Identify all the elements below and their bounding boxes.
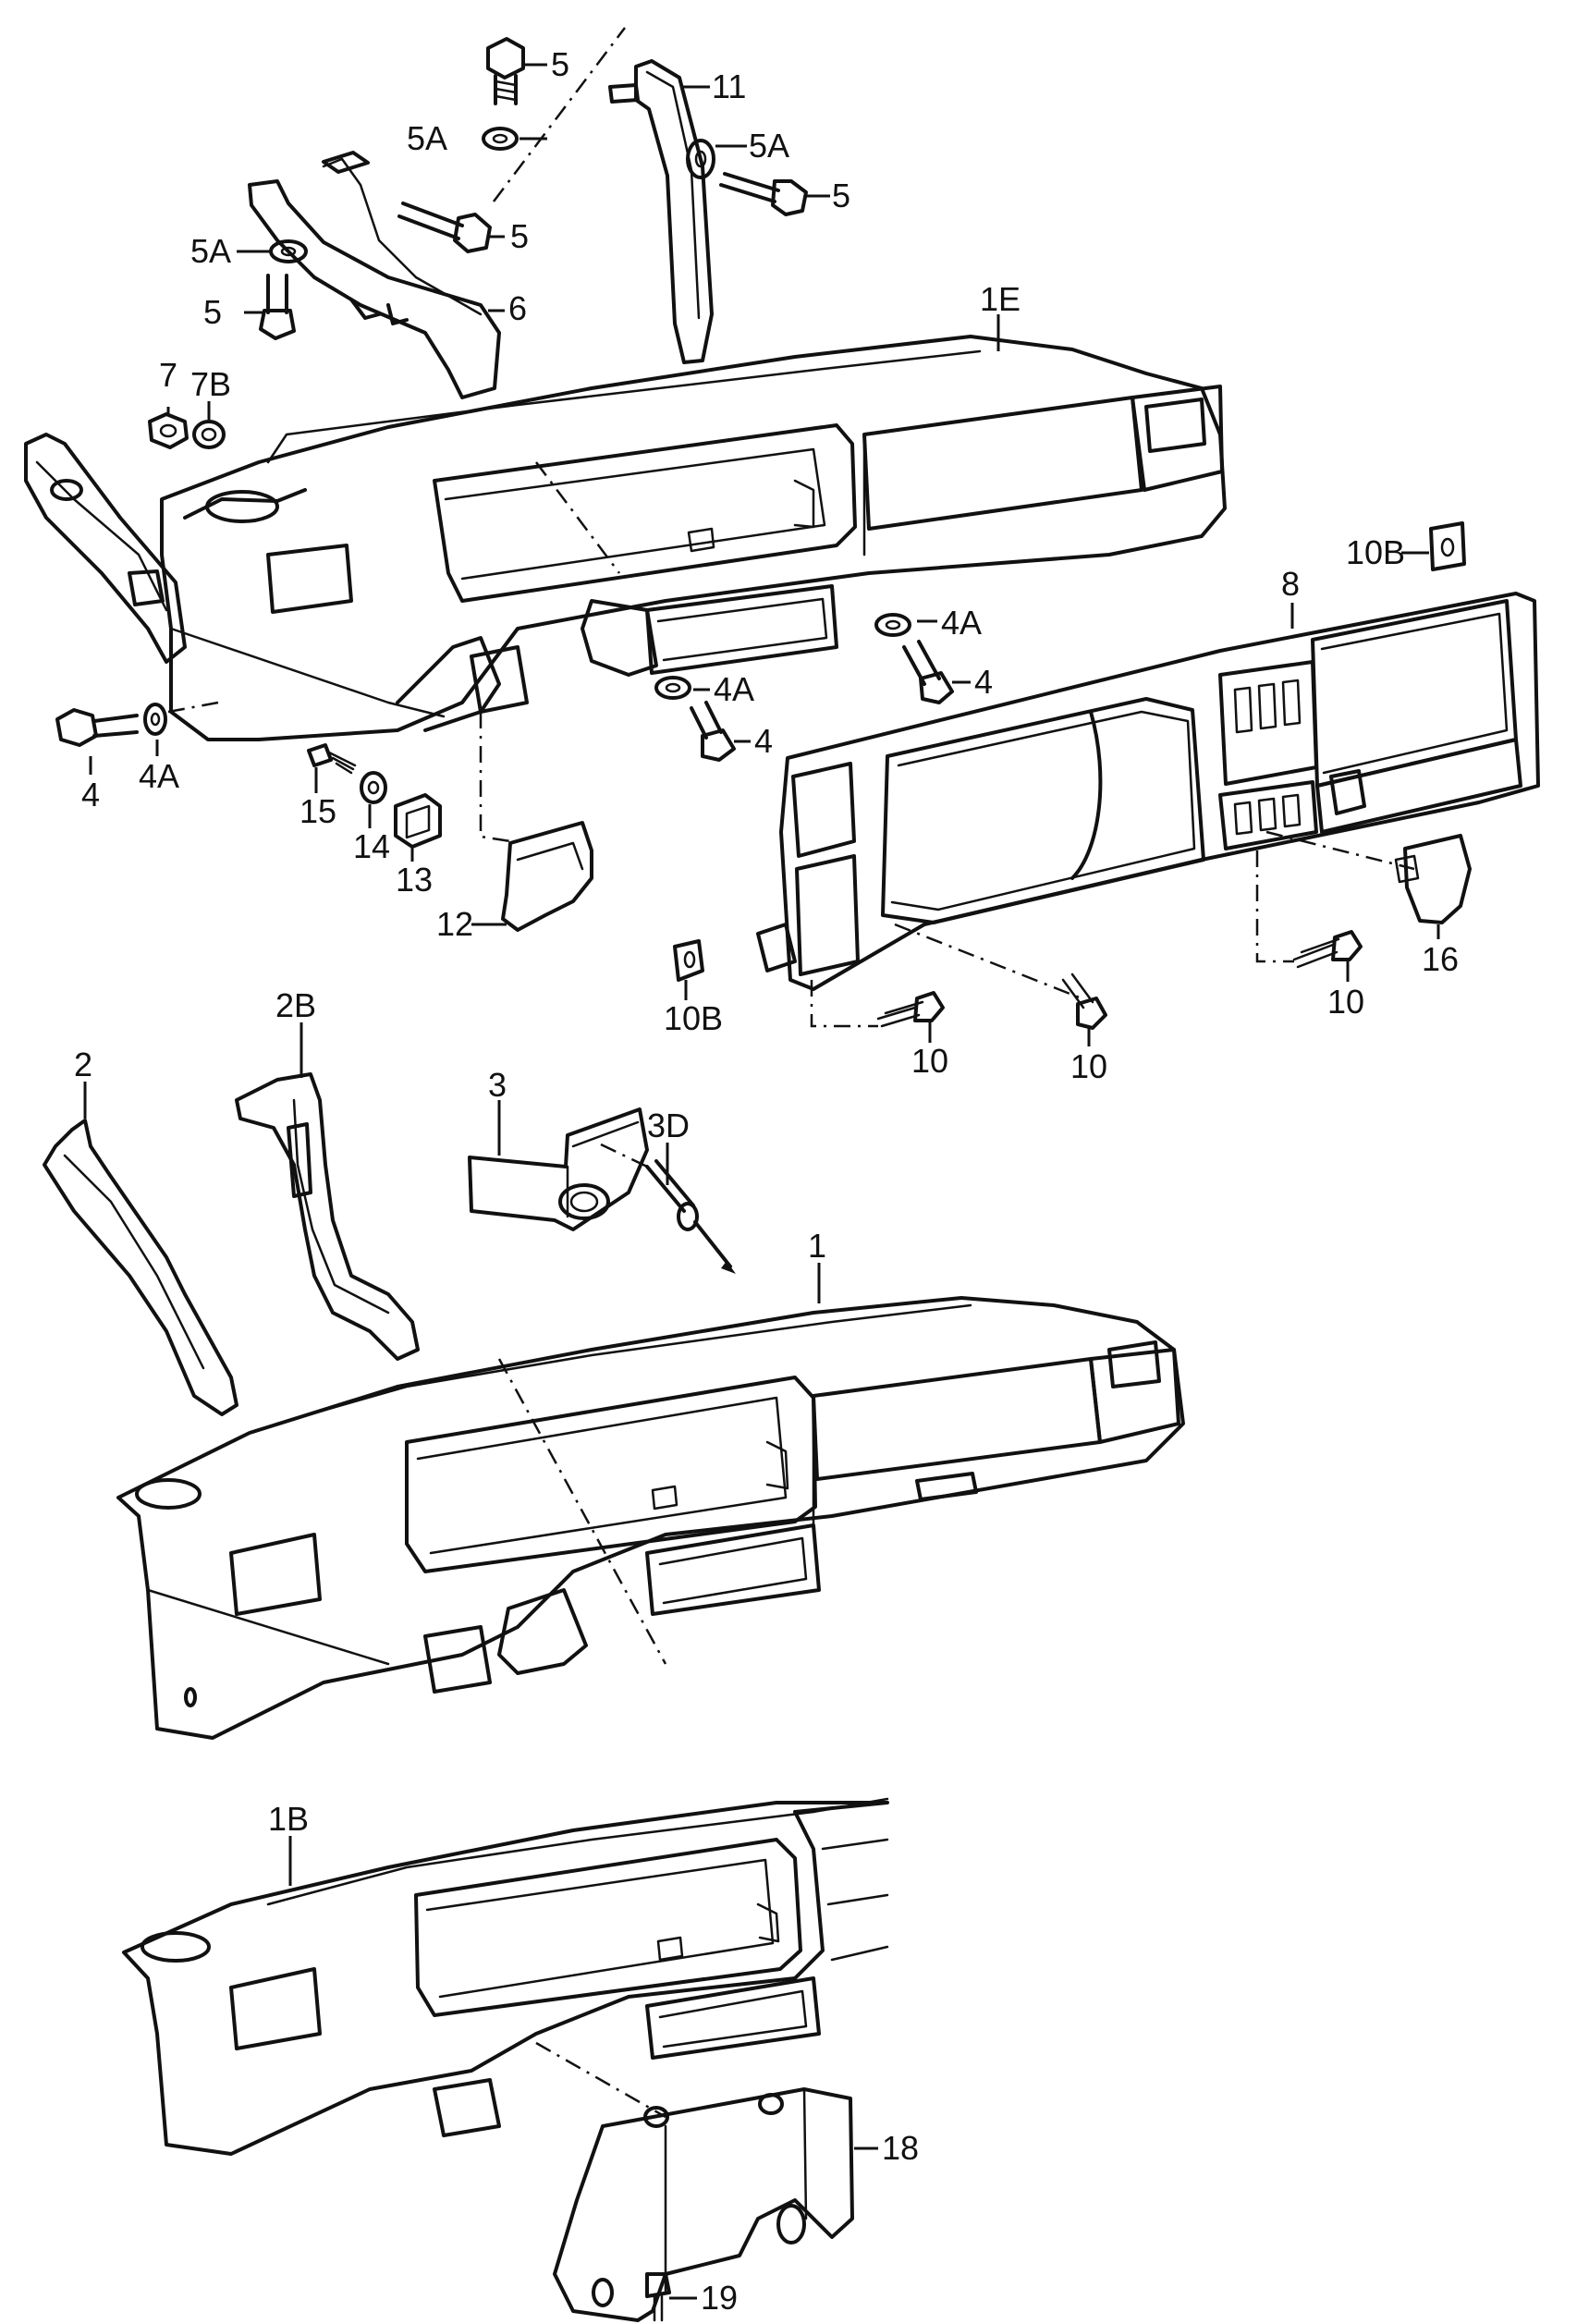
cover-12 xyxy=(501,821,593,932)
callout-5-right: 5 xyxy=(832,177,850,214)
axis-line xyxy=(493,27,626,202)
axis-line xyxy=(894,923,1082,1000)
callout-labels: 5 5A 11 5A 5 5 5A 5 6 1E 7 7B 10B 8 4A 4… xyxy=(74,45,1459,2317)
callout-12: 12 xyxy=(436,905,473,943)
dashboard-1 xyxy=(116,1296,1185,1740)
axis-line xyxy=(600,1143,648,1168)
axis-line xyxy=(810,980,878,1028)
bolt-4-left xyxy=(55,708,139,747)
callout-10-right: 10 xyxy=(1327,983,1364,1021)
callout-4-left: 4 xyxy=(81,776,100,813)
top-washer-5a xyxy=(482,127,519,151)
bolt-5-left xyxy=(259,274,296,340)
dashboard-1b xyxy=(122,1797,889,2156)
callout-19: 19 xyxy=(701,2279,738,2317)
clip-13 xyxy=(394,793,442,849)
bolt-5-mid xyxy=(397,202,492,253)
callout-2b: 2B xyxy=(275,986,316,1024)
callout-5-mid: 5 xyxy=(510,217,529,255)
callout-2: 2 xyxy=(74,1046,92,1083)
callout-10-b: 10 xyxy=(1070,1047,1107,1085)
callout-5a-right: 5A xyxy=(749,127,789,165)
part-16 xyxy=(1394,834,1472,924)
callout-16: 16 xyxy=(1422,940,1459,978)
axis-line xyxy=(167,701,219,714)
washer-14 xyxy=(360,771,387,804)
callout-7: 7 xyxy=(159,356,177,394)
callout-4a-b: 4A xyxy=(714,670,754,708)
callout-3: 3 xyxy=(488,1066,507,1104)
callout-5-left: 5 xyxy=(203,293,222,331)
bracket-18 xyxy=(553,2087,854,2322)
callout-4a-a: 4A xyxy=(941,604,982,642)
callout-5-top: 5 xyxy=(551,45,569,83)
nut-7 xyxy=(148,412,189,449)
screw-15 xyxy=(307,743,357,775)
clip-10b-low xyxy=(673,939,704,982)
callout-5a-left: 5A xyxy=(190,232,231,270)
top-bolt-5 xyxy=(486,37,525,105)
callout-10b-low: 10B xyxy=(664,999,723,1037)
callout-1b: 1B xyxy=(268,1800,309,1838)
callout-18: 18 xyxy=(882,2129,919,2167)
bolt-4-a xyxy=(902,640,954,704)
callout-5a-top: 5A xyxy=(407,119,447,157)
callout-13: 13 xyxy=(396,861,433,899)
washer-4a-a xyxy=(874,613,911,637)
washer-4a-left xyxy=(143,703,167,736)
washer-7b xyxy=(192,420,226,449)
bracket-2b xyxy=(235,1072,420,1361)
callout-4-b: 4 xyxy=(754,722,773,760)
leader-lines xyxy=(83,63,1440,2300)
callout-6: 6 xyxy=(508,289,527,327)
axis-line xyxy=(479,712,511,843)
callout-4a-left: 4A xyxy=(139,757,179,795)
screw-19 xyxy=(645,2272,671,2322)
callout-14: 14 xyxy=(353,827,390,865)
axis-line xyxy=(1265,830,1415,871)
bracket-3 xyxy=(468,1107,649,1231)
bolt-5-right xyxy=(719,172,808,216)
callout-15: 15 xyxy=(299,792,336,830)
pin-3d xyxy=(645,1159,736,1274)
bolt-4-b xyxy=(690,701,736,762)
washer-5a-left xyxy=(269,239,308,263)
callout-10-a: 10 xyxy=(911,1042,948,1080)
callout-4-a: 4 xyxy=(974,663,993,701)
screw-10-right xyxy=(1292,930,1363,969)
screw-10-a xyxy=(876,991,945,1028)
dashboard-1e xyxy=(160,335,1227,741)
callout-3d: 3D xyxy=(647,1107,690,1144)
callout-1: 1 xyxy=(808,1227,826,1265)
callout-7b: 7B xyxy=(190,365,231,403)
bracket-11 xyxy=(608,59,714,364)
callout-11: 11 xyxy=(712,67,746,105)
callout-8: 8 xyxy=(1281,565,1300,603)
washer-4a-b xyxy=(654,676,691,700)
callout-1e: 1E xyxy=(980,280,1021,318)
axis-line xyxy=(1255,850,1294,963)
clip-10b-top xyxy=(1429,521,1466,571)
callout-10b-top: 10B xyxy=(1346,533,1405,571)
screw-10-b xyxy=(1061,972,1107,1030)
side-bracket xyxy=(24,433,187,664)
bracket-2 xyxy=(43,1119,238,1416)
trim-frame-8 xyxy=(756,592,1540,991)
washer-5a-right xyxy=(686,139,715,179)
